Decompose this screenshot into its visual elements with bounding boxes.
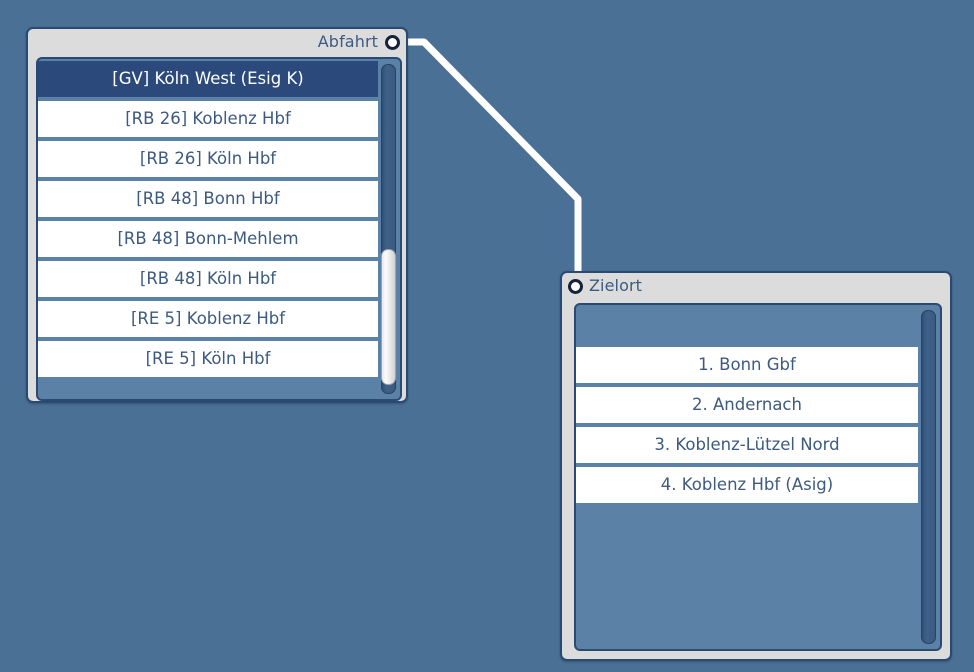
list-item[interactable]: 4. Koblenz Hbf (Asig)	[576, 467, 918, 503]
list-item[interactable]: 3. Koblenz-Lützel Nord	[576, 427, 918, 463]
scrollbar-thumb[interactable]	[381, 249, 396, 386]
node-zielort-header[interactable]: Zielort	[562, 273, 950, 299]
input-port-icon[interactable]	[568, 278, 583, 294]
zielort-scrollbar[interactable]	[918, 305, 940, 649]
zielort-list[interactable]: 1. Bonn Gbf 2. Andernach 3. Koblenz-Lütz…	[574, 303, 942, 651]
list-item[interactable]: [GV] Köln West (Esig K)	[38, 61, 378, 97]
list-item[interactable]: [RE 5] Köln Hbf	[38, 341, 378, 377]
node-zielort-title: Zielort	[589, 276, 643, 295]
list-item[interactable]: [RE 5] Koblenz Hbf	[38, 301, 378, 337]
node-zielort[interactable]: Zielort 1. Bonn Gbf 2. Andernach 3. Kobl…	[560, 271, 952, 661]
abfahrt-scrollbar[interactable]	[378, 59, 400, 399]
zielort-list-rows: 1. Bonn Gbf 2. Andernach 3. Koblenz-Lütz…	[576, 305, 918, 649]
scrollbar-track[interactable]	[921, 310, 936, 644]
node-abfahrt[interactable]: Abfahrt [GV] Köln West (Esig K) [RB 26] …	[26, 27, 408, 403]
list-item[interactable]: [RB 48] Bonn Hbf	[38, 181, 378, 217]
list-item[interactable]: [RB 48] Bonn-Mehlem	[38, 221, 378, 257]
list-item[interactable]: 1. Bonn Gbf	[576, 347, 918, 383]
abfahrt-list[interactable]: [GV] Köln West (Esig K) [RB 26] Koblenz …	[36, 57, 402, 401]
list-item[interactable]: [RB 48] Köln Hbf	[38, 261, 378, 297]
list-item[interactable]: 2. Andernach	[576, 387, 918, 423]
abfahrt-list-rows: [GV] Köln West (Esig K) [RB 26] Koblenz …	[38, 59, 378, 399]
output-port-icon[interactable]	[385, 34, 400, 50]
list-item[interactable]: [RB 26] Köln Hbf	[38, 141, 378, 177]
node-abfahrt-header[interactable]: Abfahrt	[28, 29, 406, 55]
abfahrt-to-zielort-wire[interactable]	[400, 38, 582, 287]
list-item-blank[interactable]	[576, 307, 918, 343]
node-abfahrt-title: Abfahrt	[317, 32, 378, 51]
list-item[interactable]: [RB 26] Koblenz Hbf	[38, 101, 378, 137]
